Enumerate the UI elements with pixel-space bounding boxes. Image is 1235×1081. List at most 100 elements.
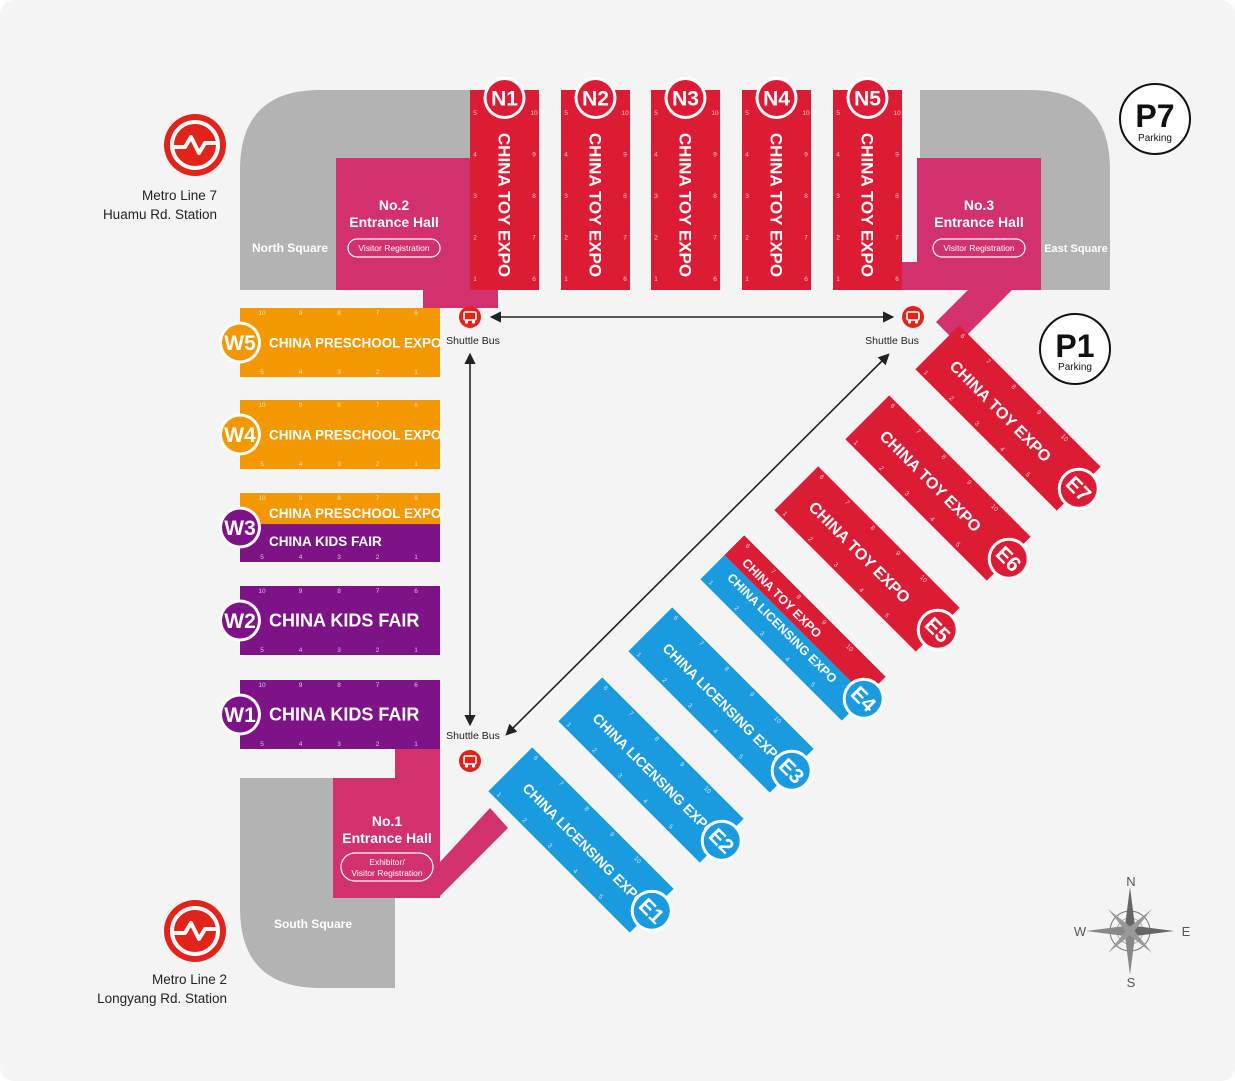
booth-number: 5 (260, 554, 264, 561)
booth-number: 7 (804, 235, 808, 242)
hall-w3-body-top (240, 493, 440, 525)
booth-number: 5 (836, 110, 840, 117)
shuttle-bus-icon (459, 306, 481, 328)
shuttle-stop-north-east[interactable]: Shuttle Bus (865, 306, 924, 347)
booth-number: 7 (376, 310, 380, 317)
booth-number: 1 (922, 369, 930, 377)
compass-west-label: W (1074, 924, 1087, 939)
metro-line7-label: Metro Line 7 (142, 188, 217, 203)
booth-number: 10 (632, 855, 642, 865)
metro-line7-station: Huamu Rd. Station (103, 207, 217, 222)
parking-p7[interactable]: P7 Parking (1119, 83, 1191, 155)
booth-number: 3 (973, 420, 981, 428)
booth-number: 3 (903, 490, 911, 498)
hall-n4-expo: CHINA TOY EXPO (767, 133, 786, 277)
entrance-hall-no3[interactable]: No.3 Entrance Hall Visitor Registration (917, 158, 1041, 290)
hall-badge-e6: E6 (987, 537, 1030, 580)
hall-w3-expo: CHINA PRESCHOOL EXPO (269, 506, 442, 521)
hall-w3-expo-2: CHINA KIDS FAIR (269, 534, 382, 549)
hall-w5-expo: CHINA PRESCHOOL EXPO (269, 336, 442, 351)
booth-number: 8 (1010, 383, 1018, 391)
booth-number: 1 (495, 791, 503, 799)
shuttle-route-diagonal (505, 353, 890, 736)
booth-number: 9 (895, 152, 899, 159)
booth-number: 8 (895, 193, 899, 200)
booth-number: 1 (414, 647, 418, 654)
shuttle-stop-north-west[interactable]: Shuttle Bus (446, 306, 500, 347)
booth-number: 5 (260, 647, 264, 654)
entrance-no2-subtitle: Entrance Hall (349, 214, 438, 230)
hall-badge-e1: E1 (630, 889, 673, 932)
booth-number: 7 (895, 235, 899, 242)
entrance-no3-badge (932, 238, 1026, 258)
hall-badge-w5: W5 (219, 321, 261, 364)
hall-badge-w3: W3 (219, 506, 261, 549)
booth-number: 3 (337, 461, 341, 468)
hall-n5-body (833, 90, 902, 290)
booth-number: 2 (520, 817, 528, 825)
booth-number: 7 (713, 235, 717, 242)
booth-number: 4 (641, 798, 649, 806)
booth-number: 7 (984, 358, 992, 366)
parking-p1[interactable]: P1 Parking (1039, 313, 1111, 385)
booth-number: 10 (893, 110, 901, 117)
booth-number: 2 (590, 747, 598, 755)
hall-n5-expo: CHINA TOY EXPO (858, 133, 877, 277)
booth-number: 6 (889, 403, 897, 411)
booth-number: 2 (745, 235, 749, 242)
booth-number: 5 (473, 110, 477, 117)
booth-number: 5 (260, 741, 264, 748)
booth-number: 5 (564, 110, 568, 117)
shuttle-bus-icon (459, 750, 481, 772)
booth-number: 4 (571, 868, 579, 876)
booth-number: 4 (564, 152, 568, 159)
booth-number: 3 (337, 741, 341, 748)
entrance-hall-no2[interactable]: No.2 Entrance Hall Visitor Registration (336, 158, 470, 290)
booth-number: 9 (299, 682, 303, 689)
hall-w3-body-bottom (240, 524, 440, 562)
booth-number: 9 (713, 152, 717, 159)
booth-number: 8 (804, 193, 808, 200)
booth-number: 5 (667, 823, 675, 831)
hall-badge-n3: N3 (664, 77, 707, 119)
south-square-label: South Square (274, 917, 352, 931)
booth-number: 2 (376, 741, 380, 748)
compass-rose-icon (1086, 887, 1174, 975)
parking-p1-label: Parking (1058, 362, 1092, 373)
entrance-no2-title: No.2 (379, 197, 410, 213)
hall-e1-body (488, 747, 674, 933)
entrance-no3-title: No.3 (964, 197, 995, 213)
booth-number: 10 (802, 110, 810, 117)
booth-number: 5 (737, 753, 745, 761)
hall-code-n4: N4 (763, 88, 790, 111)
booth-number: 6 (713, 276, 717, 283)
entrance-hall-no1[interactable]: No.1 Entrance Hall Exhibitor/ Visitor Re… (333, 778, 440, 898)
entrance-no1-badge-line2: Visitor Registration (351, 868, 422, 878)
booth-number: 2 (947, 395, 955, 403)
metro-station-line2[interactable]: Metro Line 2 Longyang Rd. Station (97, 900, 227, 1006)
booth-number: 10 (258, 588, 266, 595)
booth-number: 8 (583, 805, 591, 813)
hall-w2-expo: CHINA KIDS FAIR (269, 611, 419, 631)
booth-number: 10 (989, 503, 999, 513)
hall-code-w3: W3 (224, 517, 256, 540)
hall-w1-body (240, 680, 440, 749)
booth-number: 1 (414, 369, 418, 376)
hall-code-w1: W1 (224, 704, 256, 727)
parking-p7-label: Parking (1138, 133, 1172, 144)
metro-station-line7[interactable]: Metro Line 7 Huamu Rd. Station (103, 114, 226, 222)
shuttle-stop-south[interactable]: Shuttle Bus (446, 730, 500, 772)
hall-badge-n1: N1 (483, 77, 526, 119)
booth-number: 4 (928, 516, 936, 524)
